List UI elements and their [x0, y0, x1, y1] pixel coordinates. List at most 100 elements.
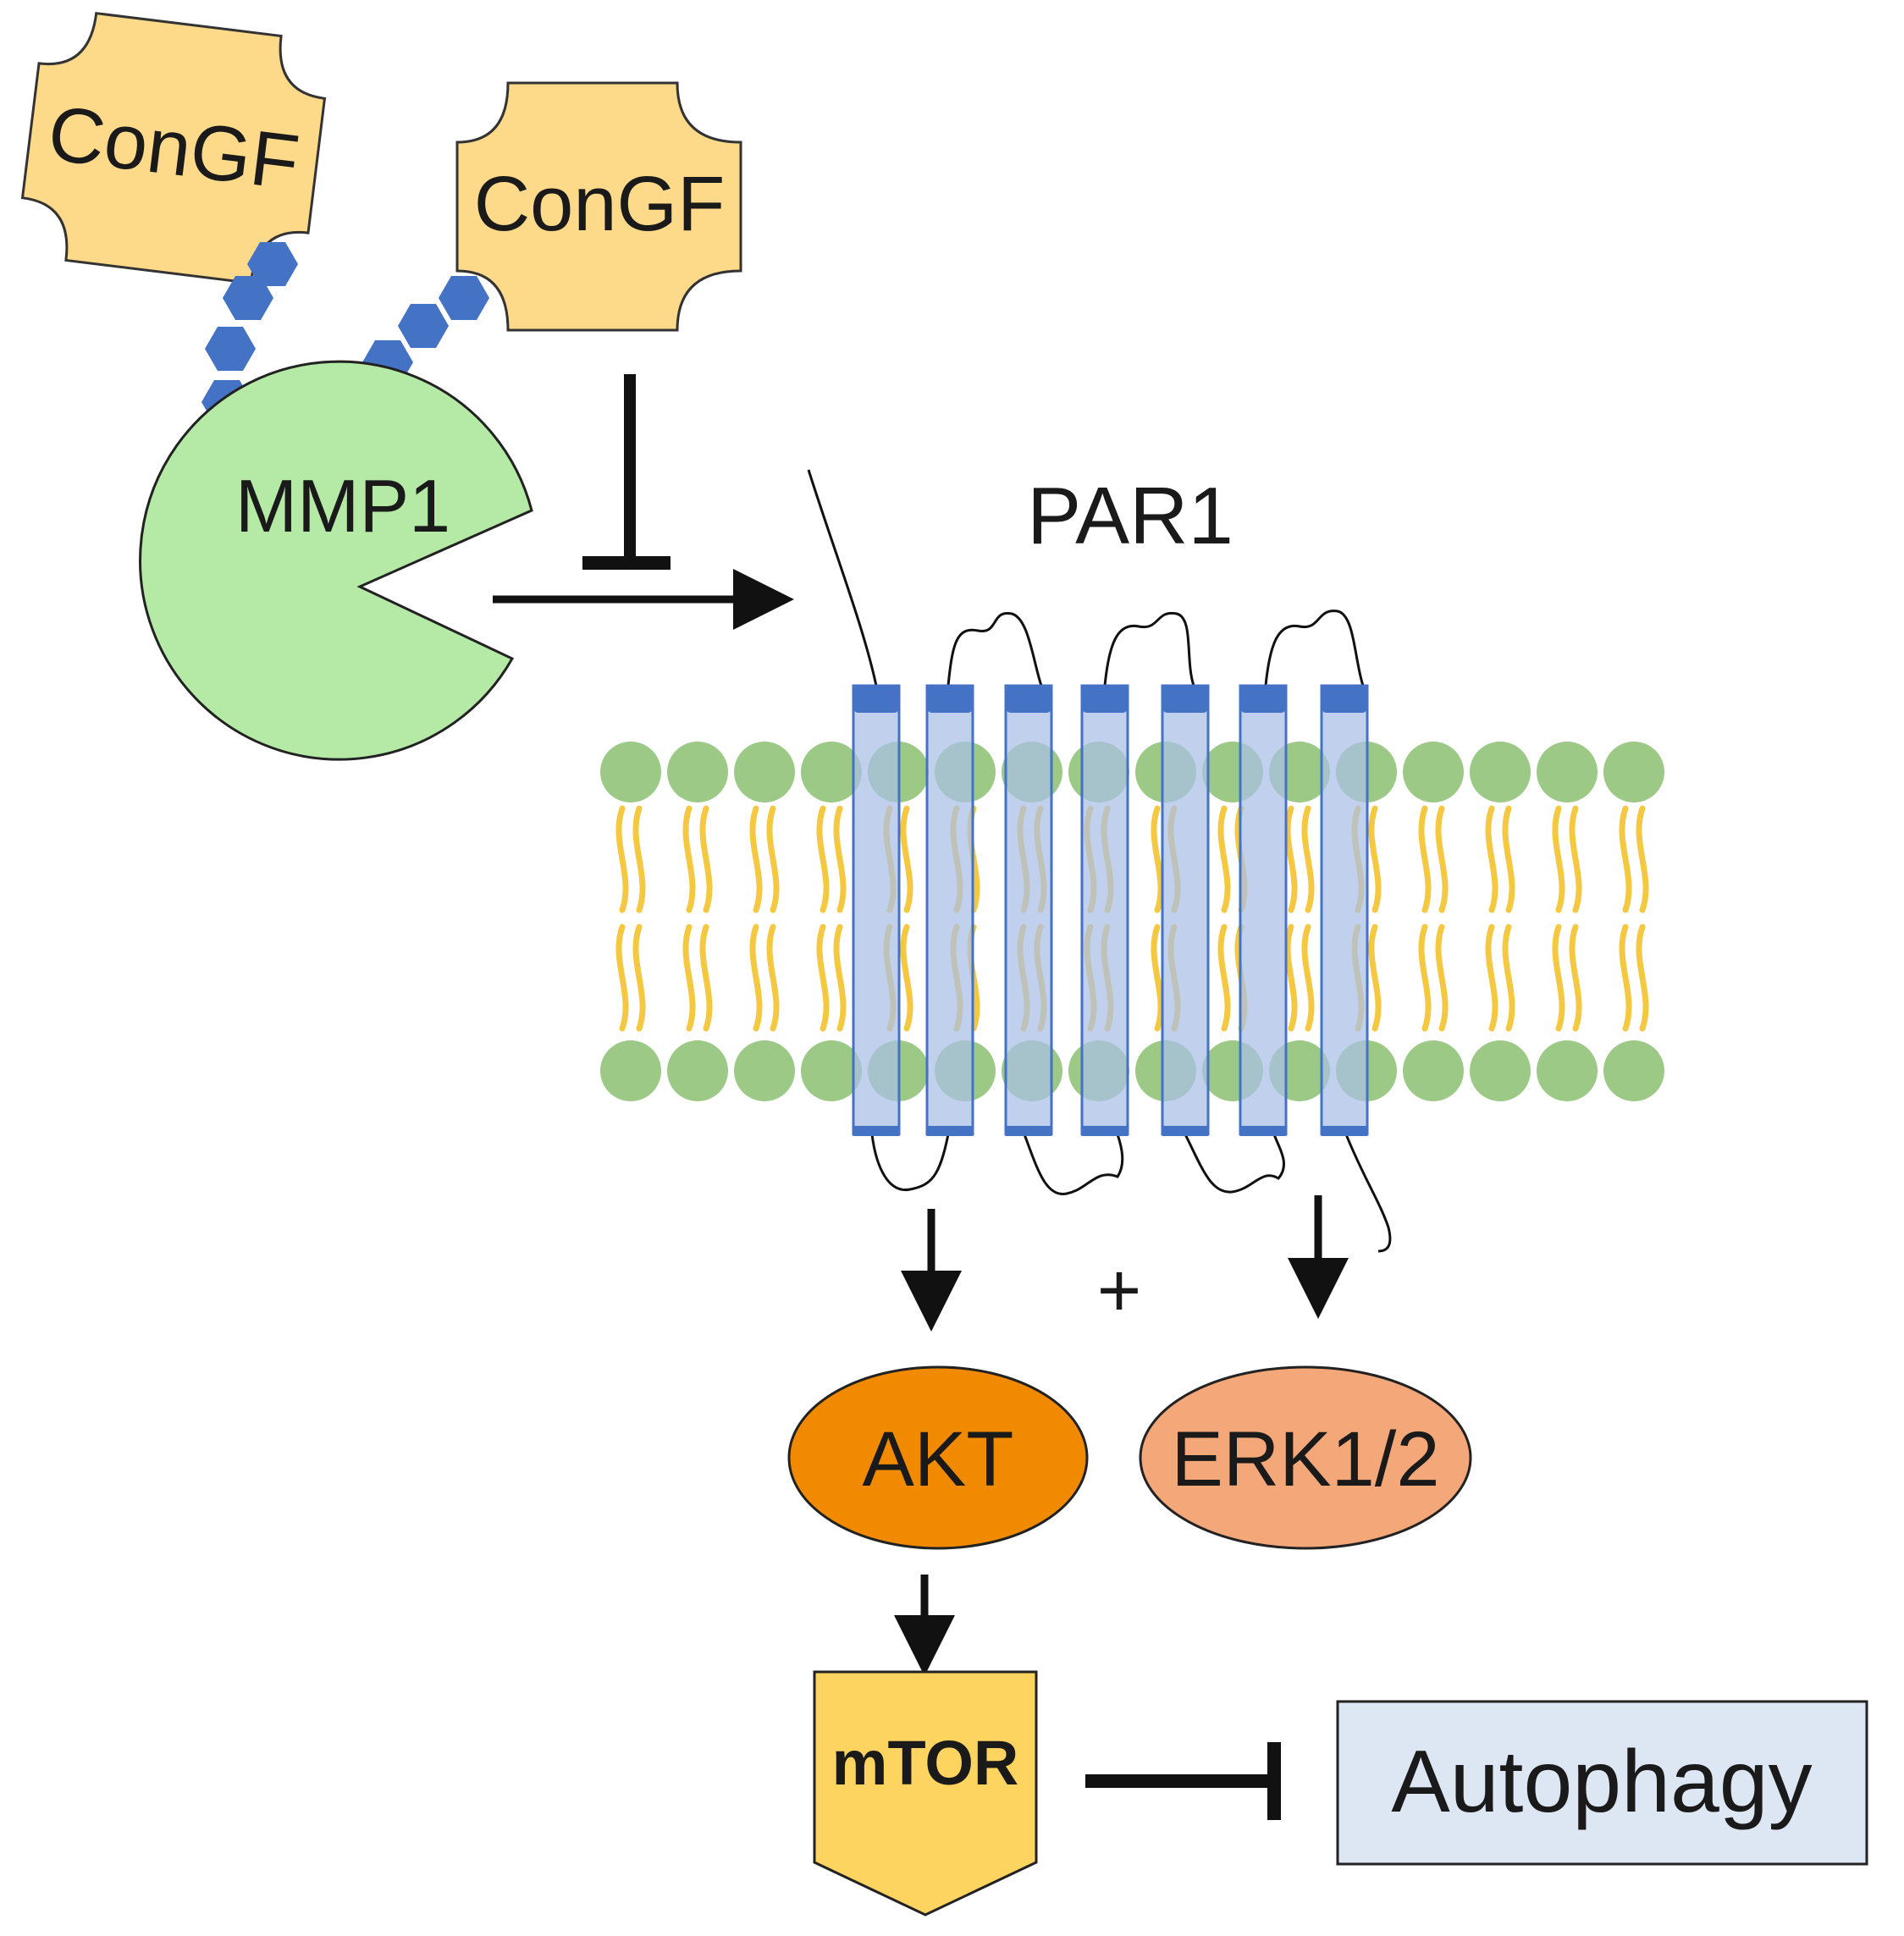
lipid-tail — [1552, 805, 1565, 913]
lipid-head — [1537, 1040, 1598, 1101]
transmembrane-helix — [1080, 684, 1129, 1136]
hexagon — [247, 242, 298, 286]
lipid-tail — [766, 805, 780, 913]
congf-ligand-2: ConGF — [455, 81, 742, 332]
par1-extracellular-loop — [1103, 611, 1195, 687]
lipid-tail — [1619, 924, 1632, 1032]
lipid-tail — [1368, 924, 1382, 1032]
hexagon — [439, 276, 489, 320]
lipid-head — [1603, 742, 1664, 803]
lipid-tail — [1485, 924, 1498, 1032]
lipid-tail — [1636, 805, 1649, 913]
par1-intracellular-loop — [1023, 1133, 1124, 1195]
inhibition-mtor-autophagy — [1085, 1742, 1281, 1820]
lipid-tail — [900, 805, 913, 913]
lipid-tail — [900, 924, 913, 1032]
lipid-tail — [1502, 805, 1515, 913]
lipid-tail — [1418, 924, 1432, 1032]
lipid-tail — [1619, 805, 1632, 913]
lipid-tail — [1435, 924, 1449, 1032]
congf-label: ConGF — [474, 161, 726, 247]
lipid-tail — [1301, 805, 1315, 913]
helix-cap — [1162, 686, 1208, 713]
par1-extracellular-loop — [1264, 609, 1365, 687]
lipid-bilayer — [600, 742, 1664, 1101]
lipid-tail — [1502, 924, 1515, 1032]
par1-label: PAR1 — [1027, 471, 1233, 561]
lipid-tail — [1636, 924, 1649, 1032]
lipid-tail — [816, 924, 830, 1032]
lipid-tail — [615, 805, 629, 913]
autophagy-label: Autophagy — [1391, 1733, 1812, 1831]
lipid-head — [801, 742, 862, 803]
lipid-head — [667, 1040, 728, 1101]
hexagon — [398, 304, 449, 348]
lipid-tail — [1217, 805, 1231, 913]
par1-intracellular-loop — [1184, 1133, 1285, 1194]
par1-receptor — [807, 469, 1392, 1253]
transmembrane-helix — [1161, 684, 1210, 1136]
plus-sign: + — [1097, 1249, 1142, 1333]
hexagon — [223, 276, 273, 320]
helix-cap — [1082, 686, 1128, 713]
lipid-tail — [699, 924, 713, 1032]
lipid-tail — [833, 805, 847, 913]
lipid-tail — [1151, 924, 1164, 1032]
lipid-tail — [816, 805, 830, 913]
lipid-head — [600, 742, 661, 803]
mmp1-label: MMP1 — [235, 464, 450, 548]
akt-label: AKT — [863, 1416, 1014, 1503]
lipid-tail — [1301, 924, 1315, 1032]
lipid-tail — [1284, 924, 1298, 1032]
erk-label: ERK1/2 — [1171, 1416, 1439, 1503]
helix-cap — [853, 686, 899, 713]
congf-ligand-1: ConGF — [20, 12, 327, 284]
helix-cap — [1006, 686, 1051, 713]
mtor-node: mTOR — [813, 1670, 1038, 1917]
lipid-tail — [632, 924, 646, 1032]
congf-shape — [455, 81, 742, 332]
lipid-head — [1403, 742, 1464, 803]
helix-cap — [1006, 1126, 1051, 1136]
lipid-tail — [1151, 805, 1164, 913]
lipid-tail — [615, 924, 629, 1032]
mmp1-shape — [139, 360, 533, 761]
lipid-head — [667, 742, 728, 803]
lipid-tail — [749, 924, 763, 1032]
helix-cap — [1240, 686, 1286, 713]
hexagon — [205, 327, 256, 371]
lipid-tail — [1569, 805, 1582, 913]
transmembrane-helix — [1320, 684, 1369, 1136]
lipid-tail — [1284, 805, 1298, 913]
lipid-tail — [1418, 805, 1432, 913]
par1-c-terminus — [1344, 1133, 1392, 1253]
helix-cap — [1162, 1126, 1208, 1136]
transmembrane-helix — [852, 684, 901, 1136]
autophagy-box: Autophagy — [1336, 1700, 1868, 1866]
transmembrane-helix — [925, 684, 974, 1136]
par1-n-terminus — [807, 469, 878, 687]
transmembrane-helix — [1239, 684, 1288, 1136]
lipid-tail — [632, 805, 646, 913]
lipid-head — [1470, 1040, 1531, 1101]
akt-node: AKT — [787, 1365, 1089, 1550]
lipid-head — [734, 742, 795, 803]
helix-cap — [1322, 686, 1367, 713]
lipid-tail — [749, 805, 763, 913]
helix-cap — [1322, 1126, 1367, 1136]
lipid-head — [1470, 742, 1531, 803]
lipid-tail — [1485, 805, 1498, 913]
lipid-tail — [833, 924, 847, 1032]
par1-extracellular-loop — [946, 611, 1043, 687]
lipid-tail — [1552, 924, 1565, 1032]
lipid-head — [1537, 742, 1598, 803]
helix-cap — [853, 1126, 899, 1136]
lipid-head — [1403, 1040, 1464, 1101]
par1-intracellular-loop — [870, 1133, 950, 1191]
transmembrane-helix — [1004, 684, 1053, 1136]
lipid-tail — [766, 924, 780, 1032]
lipid-tail — [1368, 805, 1382, 913]
inhibition-bar-congf — [582, 374, 671, 570]
lipid-tail — [682, 805, 696, 913]
